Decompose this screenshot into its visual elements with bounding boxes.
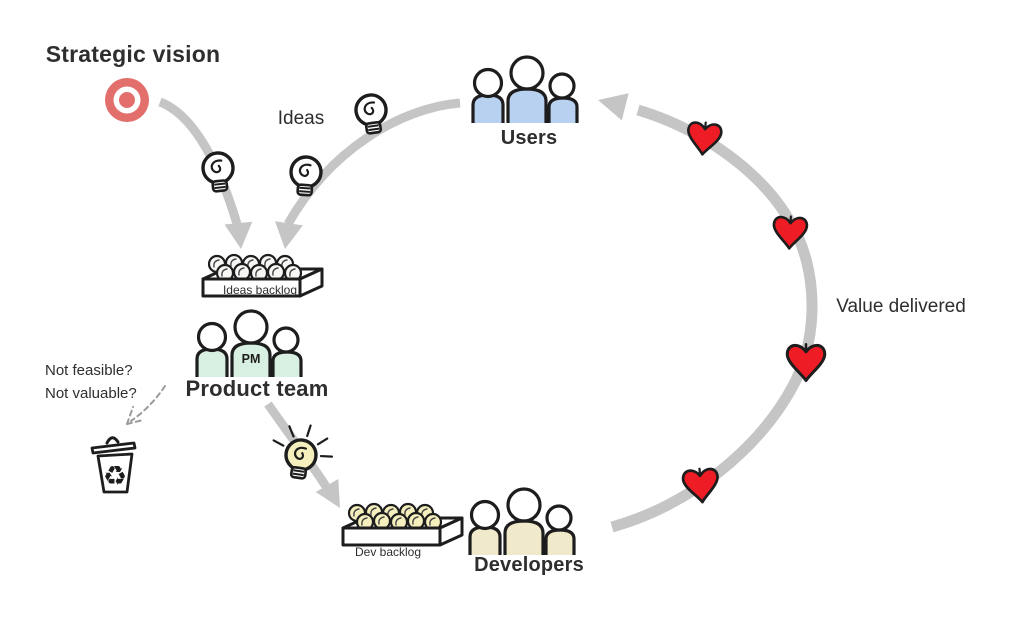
recycle-trash-bin-icon: ♻ [90, 436, 137, 494]
dev-backlog-tray-icon [343, 504, 462, 545]
strategic-vision-label: Strategic vision [45, 41, 221, 67]
arrowhead-users-to-ideas-backlog [275, 221, 303, 249]
lightbulb-icon [287, 154, 324, 198]
ideas-label: Ideas [277, 108, 325, 129]
users-people-icon [471, 55, 579, 125]
arrow-vision-to-ideas-backlog [158, 97, 242, 226]
users-label: Users [500, 127, 558, 149]
recycle-symbol: ♻ [103, 461, 127, 492]
dev-backlog-label: Dev backlog [354, 545, 422, 559]
arrowhead-developers-to-users [598, 93, 629, 121]
bullseye-target-icon [105, 78, 149, 122]
arrowhead-team-to-dev-backlog [315, 479, 340, 508]
arrow-developers-to-users [610, 104, 818, 533]
pm-badge: PM [242, 352, 261, 366]
not-feasible-label: Not feasible? [45, 362, 133, 379]
glowing-lightbulb-icon [272, 424, 334, 482]
product-team-label: Product team [185, 376, 329, 401]
value-delivered-label: Value delivered [836, 296, 966, 317]
dashed-arrow-to-trash [126, 385, 166, 425]
arrowhead-vision-to-ideas-backlog [224, 221, 253, 249]
arrow-users-to-ideas-backlog [284, 98, 461, 227]
not-valuable-label: Not valuable? [45, 385, 137, 402]
ideas-backlog-label: Ideas backlog [222, 283, 298, 297]
product-team-people-icon: PM [195, 309, 303, 379]
developers-label: Developers [474, 554, 584, 576]
developers-people-icon [468, 487, 576, 557]
lightbulb-icon [199, 149, 238, 195]
